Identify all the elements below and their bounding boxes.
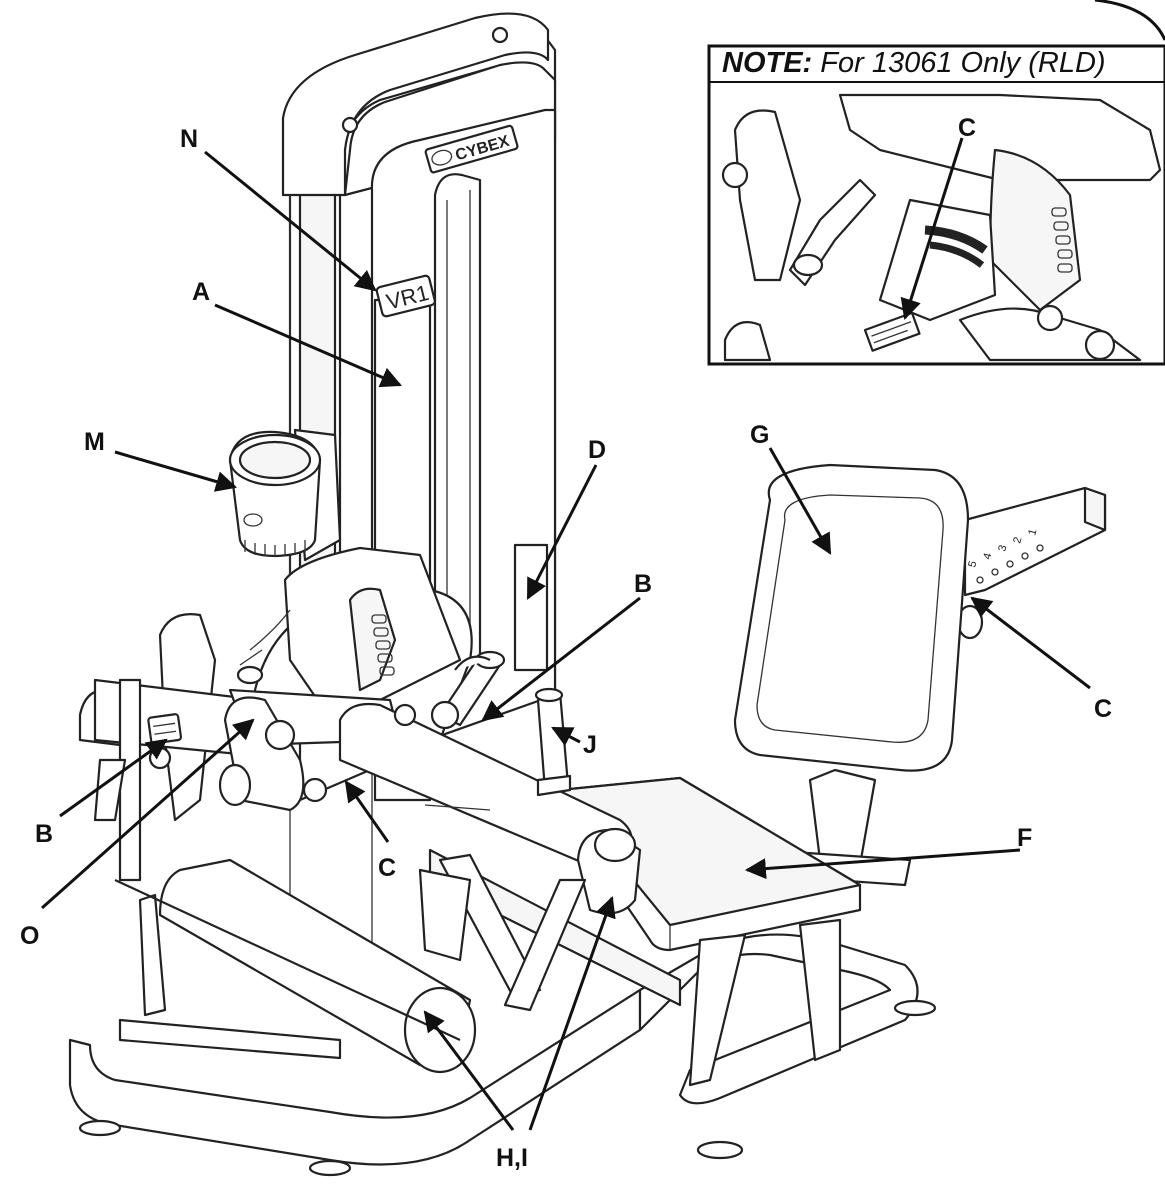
callout-j: J — [583, 731, 597, 759]
callout-b-right: B — [634, 570, 652, 598]
callout-hi: H,I — [496, 1144, 528, 1172]
seat-position-5: 5 — [966, 560, 979, 569]
seat-pad — [558, 776, 912, 1087]
callout-f: F — [1017, 824, 1032, 852]
callout-labels: N A M D B G C J F C B O H,I C — [20, 114, 1112, 1172]
note-text: For 13061 Only (RLD) — [812, 47, 1105, 79]
seat-handle — [534, 687, 572, 797]
seat-position-3: 3 — [996, 544, 1009, 553]
cup-holder — [228, 428, 342, 562]
callout-m: M — [84, 428, 105, 456]
adjustment-handle — [393, 650, 506, 730]
callout-b-left: B — [35, 820, 53, 848]
back-pad — [733, 463, 970, 867]
page-corner-curve — [1094, 0, 1165, 41]
callout-n: N — [180, 125, 198, 153]
seat-position-4: 4 — [981, 552, 994, 561]
callout-lines — [41, 137, 1091, 1131]
seat-adjustment-rail: 5 4 3 2 1 — [956, 486, 1107, 640]
callout-d: D — [588, 436, 606, 464]
callout-a: A — [192, 278, 210, 306]
callout-c-inset: C — [958, 114, 976, 142]
note-inset: NOTE: For 13061 Only (RLD) — [707, 44, 1165, 366]
callout-c-center: C — [378, 854, 396, 882]
callout-o: O — [20, 922, 39, 950]
svg-text:NOTE: For 13061 Only (RLD): NOTE: For 13061 Only (RLD) — [722, 47, 1106, 79]
note-prefix: NOTE: — [722, 47, 812, 79]
seat-position-2: 2 — [1011, 536, 1024, 545]
callout-g: G — [750, 421, 769, 449]
thigh-pad-arm — [338, 702, 642, 1012]
seat-position-1: 1 — [1026, 528, 1039, 537]
callout-c-right: C — [1094, 695, 1112, 723]
base-frame — [68, 848, 937, 1177]
